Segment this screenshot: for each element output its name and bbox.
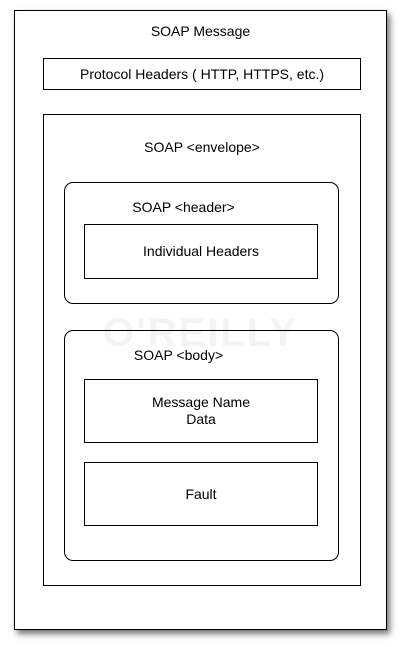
individual-headers-box: Individual Headers: [84, 224, 318, 279]
fault-box: Fault: [84, 462, 318, 526]
data-text: Data: [186, 411, 216, 427]
publisher-watermark: O'REILLY: [103, 311, 298, 356]
soap-envelope-box: SOAP <envelope> SOAP <header> Individual…: [43, 114, 361, 586]
fault-label: Fault: [185, 485, 217, 502]
soap-body-label: SOAP <body>: [133, 347, 224, 363]
soap-header-box: SOAP <header> Individual Headers: [64, 182, 339, 304]
soap-header-label: SOAP <header>: [132, 199, 235, 215]
soap-message-title: SOAP Message: [150, 23, 251, 39]
soap-envelope-label: SOAP <envelope>: [144, 139, 260, 155]
message-data-box: Message Name Data: [84, 379, 318, 443]
soap-message-frame: SOAP Message Protocol Headers ( HTTP, HT…: [14, 10, 387, 630]
individual-headers-label: Individual Headers: [143, 243, 259, 259]
protocol-headers-box: Protocol Headers ( HTTP, HTTPS, etc.): [43, 58, 361, 90]
message-name-text: Message Name: [151, 394, 251, 410]
message-data-label: Message Name Data: [85, 380, 317, 442]
protocol-headers-label: Protocol Headers ( HTTP, HTTPS, etc.): [79, 65, 325, 82]
soap-body-box: SOAP <body> Message Name Data Fault: [64, 330, 339, 561]
